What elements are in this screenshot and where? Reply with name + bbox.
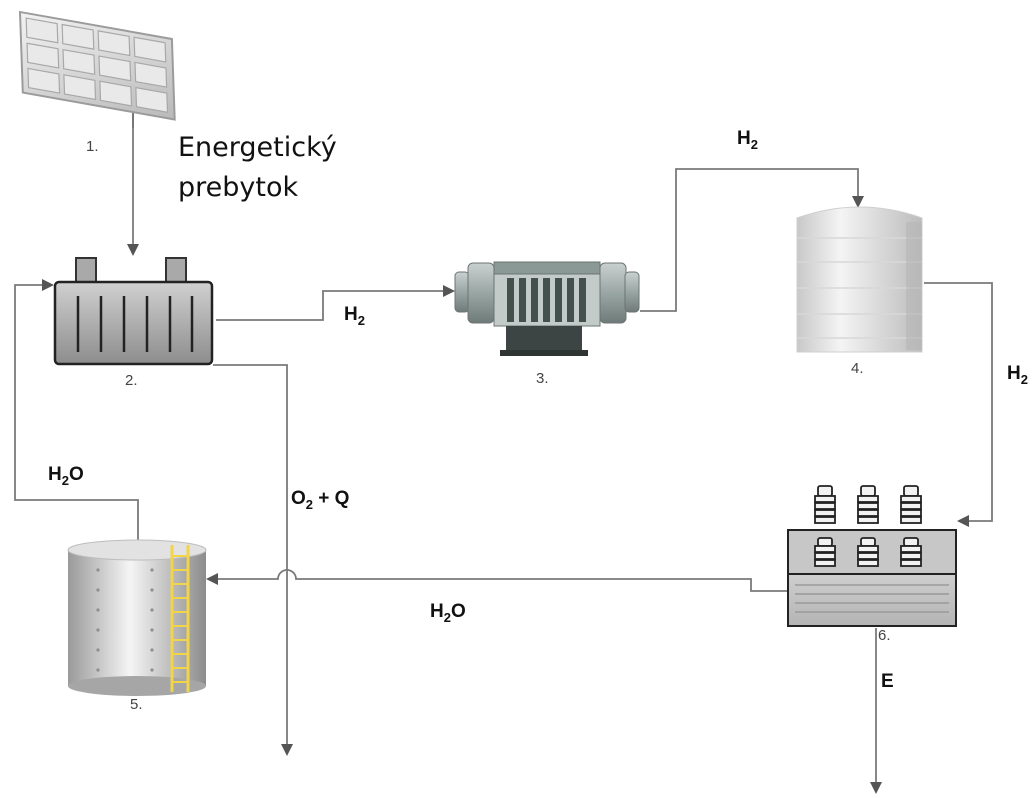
solar-panel-surface xyxy=(18,10,176,121)
arrow-head xyxy=(443,285,455,297)
pipes xyxy=(14,128,993,794)
fuel-cell-number: 6. xyxy=(878,627,891,644)
compressor-number: 3. xyxy=(536,370,549,387)
compressor-fins xyxy=(507,278,586,322)
electrolyzer-body xyxy=(53,280,214,366)
hydrogen-tank: 4. xyxy=(796,206,923,377)
electrolyzer-terminal-right xyxy=(165,257,187,283)
water-tank-rivets xyxy=(96,568,154,672)
flow-label-h2-tank-out: H2 xyxy=(1007,363,1028,387)
arrow-head xyxy=(42,279,54,291)
hydrogen-tank-body xyxy=(796,206,923,353)
flow-label-h2-compressor-out: H2 xyxy=(737,128,758,152)
arrow-head xyxy=(852,196,864,208)
water-tank-number: 5. xyxy=(130,696,143,713)
pipe-compressor-to-tank xyxy=(640,168,859,312)
arrow-head xyxy=(870,782,882,794)
flow-label-h2o-from-fuel-cell: H2O xyxy=(430,601,466,625)
pipe-oxygen-heat-out xyxy=(213,364,288,746)
fuel-cell: 6. xyxy=(787,485,957,644)
annotation-line-2: prebytok xyxy=(178,172,298,203)
water-tank-body xyxy=(68,550,206,686)
arrow-head xyxy=(281,744,293,756)
hydrogen-tank-number: 4. xyxy=(851,360,864,377)
water-tank-ladder xyxy=(170,545,190,692)
arrow-head xyxy=(206,573,218,585)
fuel-cell-stack-lines xyxy=(795,584,949,613)
flow-label-h2-electrolyzer-out: H2 xyxy=(344,304,365,328)
hydrogen-tank-bands xyxy=(797,237,922,339)
fuel-cell-lower xyxy=(787,573,957,627)
pipe-electrolyzer-to-compressor xyxy=(216,290,445,321)
water-tank: 5. xyxy=(67,539,207,713)
electrolyzer-number: 2. xyxy=(125,372,138,389)
flow-label-h2o-to-electrolyzer: H2O xyxy=(48,464,84,488)
electrolyzer-plates xyxy=(76,296,194,352)
arrow-head xyxy=(127,244,139,256)
energy-surplus-annotation: Energetický prebytok xyxy=(178,132,337,203)
annotation-line-1: Energetický xyxy=(178,132,337,163)
pipe-tank-to-fuel-cell xyxy=(924,282,993,522)
flow-label-o2-q: O2 + Q xyxy=(291,488,349,512)
compressor: 3. xyxy=(454,261,640,387)
solar-panel: 1. xyxy=(18,10,176,155)
solar-panel-number: 1. xyxy=(86,138,99,155)
electrolyzer: 2. xyxy=(53,257,214,389)
flow-label-energy: E xyxy=(881,671,894,692)
pipe-water-tank-to-electrolyzer xyxy=(14,284,139,541)
electrolyzer-terminal-left xyxy=(75,257,97,283)
arrow-head xyxy=(957,515,969,527)
fuel-cell-insulators xyxy=(814,485,922,567)
pipe-fuel-cell-to-water-tank xyxy=(216,569,788,592)
